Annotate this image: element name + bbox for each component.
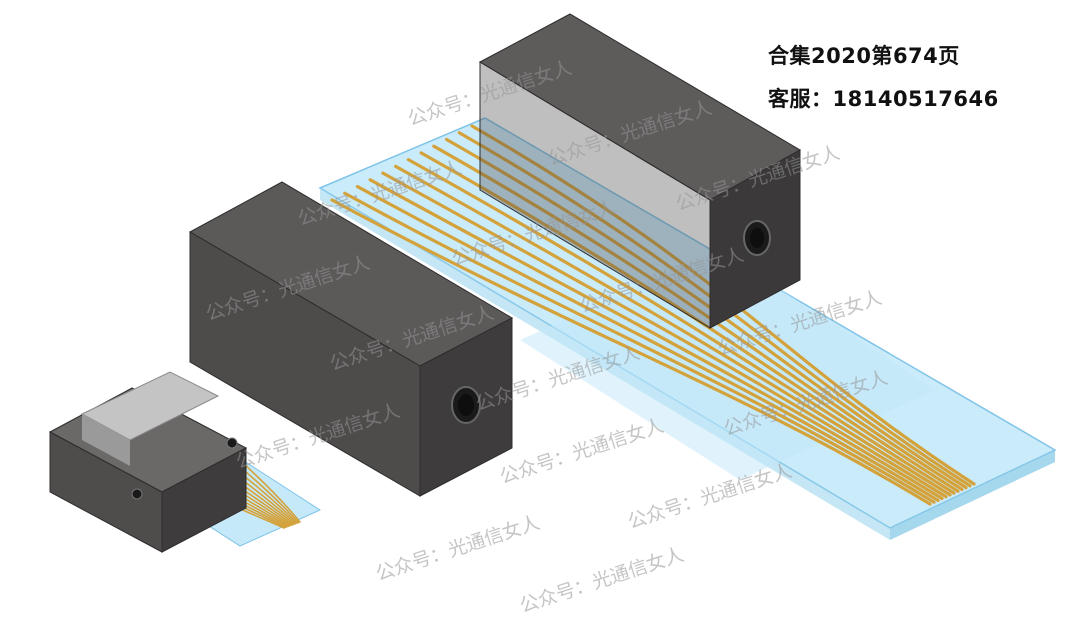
optical-fiber	[330, 198, 932, 506]
optical-fiber	[432, 144, 964, 492]
optical-fiber	[355, 184, 940, 502]
optical-fiber	[419, 151, 960, 493]
optical-fiber	[394, 164, 952, 497]
optical-fiber	[457, 131, 972, 488]
small-fiber-array	[48, 371, 322, 553]
customer-service-text: 客服：18140517646	[768, 87, 999, 111]
optical-fiber	[381, 171, 948, 499]
optical-fiber	[343, 191, 936, 504]
optical-fiber	[444, 137, 968, 490]
page-title: 合集2020第674页	[768, 44, 960, 68]
optical-fiber	[368, 178, 944, 501]
optical-fiber	[406, 158, 956, 495]
optical-fiber	[470, 124, 976, 486]
fiber-ribbon	[330, 124, 976, 506]
back-block	[478, 13, 802, 329]
front-block	[188, 181, 514, 497]
